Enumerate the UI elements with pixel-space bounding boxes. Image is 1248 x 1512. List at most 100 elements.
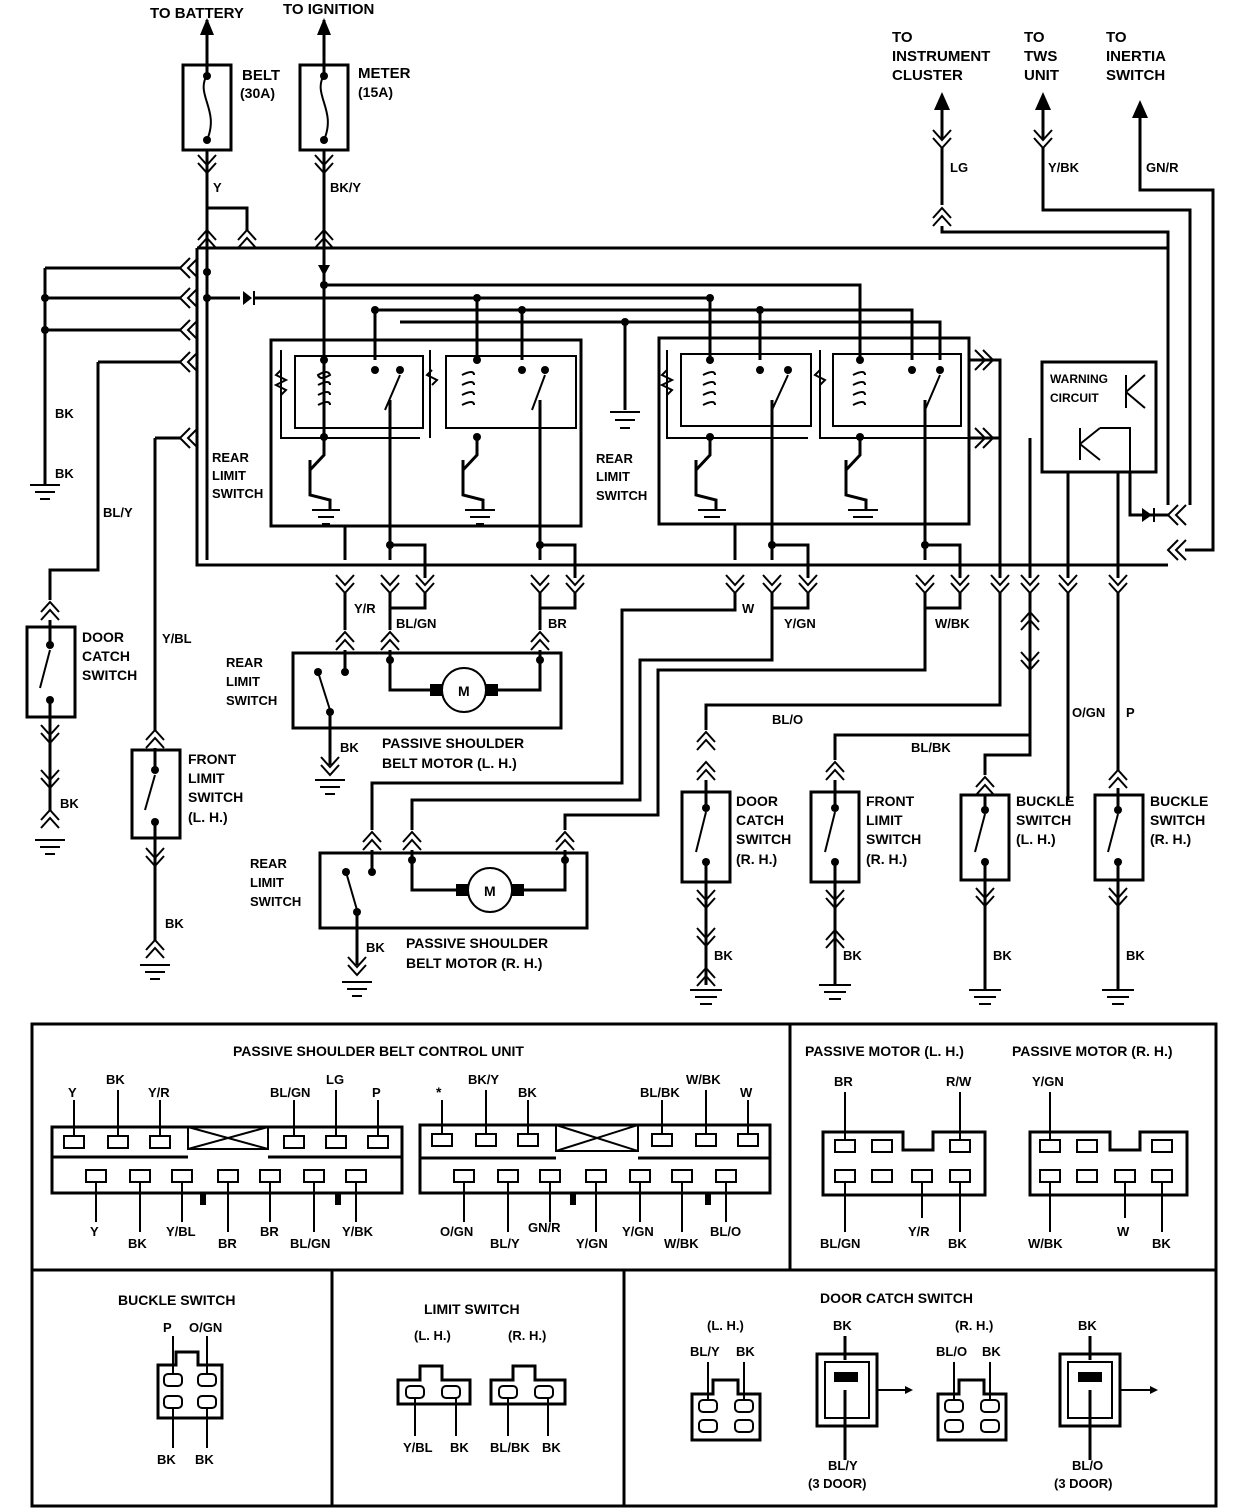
cu-left-top-5: LG: [326, 1072, 344, 1087]
door-catch-lh-2: CATCH: [82, 648, 130, 664]
motor-lh-top-1: BR: [834, 1074, 853, 1089]
cu-left-top-4: BL/GN: [270, 1085, 310, 1100]
relay-block-right: [657, 336, 1032, 578]
door-lh-connector: [690, 1362, 762, 1442]
motor-lh-bot-3: BK: [948, 1236, 967, 1251]
rh-rear-limit-3: SWITCH: [250, 894, 301, 909]
door-bly-2: (3 DOOR): [808, 1476, 867, 1491]
wire-label-yr: Y/R: [354, 601, 376, 616]
buckle-top-2: O/GN: [189, 1320, 222, 1335]
motor-lh-bot-1: BL/GN: [820, 1236, 860, 1251]
cu-left-top-2: BK: [106, 1072, 125, 1087]
cu-left-bot-4: BR: [218, 1236, 237, 1251]
wire-label-w: W: [742, 601, 755, 616]
door-catch-switch-rh: [680, 730, 732, 1005]
door-title: DOOR CATCH SWITCH: [820, 1290, 973, 1306]
cu-left-bot-5: BR: [260, 1224, 279, 1239]
to-tws-3: UNIT: [1024, 67, 1059, 84]
cu-right-bot-4: Y/GN: [576, 1236, 608, 1251]
front-limit-lh-4: (L. H.): [188, 809, 228, 825]
door-rh-top-2: BK: [982, 1344, 1001, 1359]
to-inertia-1: TO: [1106, 29, 1127, 46]
cu-left-bot-2: BK: [128, 1236, 147, 1251]
buckle-rh-bk: BK: [1126, 948, 1145, 963]
cu-left-bot-3: Y/BL: [166, 1224, 196, 1239]
warning-circuit-label-1: WARNING: [1050, 372, 1108, 386]
motor-lh-connector: [821, 1092, 987, 1232]
unit-output-chevrons: [335, 574, 1128, 595]
door-lh-top-2: BK: [736, 1344, 755, 1359]
buckle-rh-2: SWITCH: [1150, 812, 1205, 828]
wire-label-bky: BK/Y: [330, 180, 361, 195]
buckle-title: BUCKLE SWITCH: [118, 1292, 235, 1308]
cu-right-top-1: *: [436, 1084, 442, 1100]
cu-right-bot-7: BL/O: [710, 1224, 741, 1239]
wire-label-lg: LG: [950, 160, 968, 175]
cu-left-bot-6: BL/GN: [290, 1236, 330, 1251]
rear-limit-left-2: LIMIT: [212, 468, 246, 483]
limit-rh-connector: [489, 1364, 567, 1436]
buckle-rh-3: (R. H.): [1150, 831, 1191, 847]
fuse-chevrons: [197, 154, 334, 249]
front-limit-rh-2: LIMIT: [866, 812, 903, 828]
rh-motor-symbol: M: [484, 883, 496, 899]
to-cluster-3: CLUSTER: [892, 67, 963, 84]
fuse-meter-label-1: METER: [358, 65, 411, 82]
cu-right-top-4: BL/BK: [640, 1085, 680, 1100]
lh-motor: M: [291, 593, 563, 795]
door-lh-top-1: BL/Y: [690, 1344, 720, 1359]
to-tws-1: TO: [1024, 29, 1045, 46]
to-cluster-1: TO: [892, 29, 913, 46]
control-unit-connector-left: [50, 1090, 404, 1232]
cu-right-top-3: BK: [518, 1085, 537, 1100]
cu-right-top-2: BK/Y: [468, 1072, 499, 1087]
limit-rh-bot-2: BK: [542, 1440, 561, 1455]
buckle-top-1: P: [163, 1320, 172, 1335]
front-limit-switch-rh: [809, 760, 861, 1000]
wire-label-bk-1: BK: [55, 406, 74, 421]
limit-lh-label: (L. H.): [414, 1328, 451, 1343]
buckle-rh-1: BUCKLE: [1150, 793, 1208, 809]
warning-circuit: [1040, 360, 1187, 578]
rear-limit-mid-2: LIMIT: [596, 469, 630, 484]
rh-motor: M: [318, 593, 927, 997]
buckle-lh-2: SWITCH: [1016, 812, 1071, 828]
connector-panel-frame: [30, 1022, 1218, 1508]
rh-rear-limit-1: REAR: [250, 856, 287, 871]
buckle-lh-3: (L. H.): [1016, 831, 1056, 847]
door-catch-rh-1: DOOR: [736, 793, 778, 809]
lh-motor-name-2: BELT MOTOR (L. H.): [382, 755, 517, 771]
limit-lh-bot-2: BK: [450, 1440, 469, 1455]
control-unit-title: PASSIVE SHOULDER BELT CONTROL UNIT: [233, 1043, 524, 1059]
limit-title: LIMIT SWITCH: [424, 1301, 520, 1317]
cu-right-top-5: W/BK: [686, 1072, 721, 1087]
motor-rh-connector: [1028, 1092, 1189, 1232]
lh-motor-symbol: M: [458, 683, 470, 699]
door-catch-rh-bk: BK: [714, 948, 733, 963]
front-limit-lh-1: FRONT: [188, 751, 237, 767]
motor-rh-bot-1: W/BK: [1028, 1236, 1063, 1251]
door-catch-rh-4: (R. H.): [736, 851, 777, 867]
rear-limit-left-1: REAR: [212, 450, 249, 465]
fuse-belt-label-1: BELT: [242, 67, 280, 84]
door-catch-switch-lh: [25, 600, 77, 855]
rear-limit-left-3: SWITCH: [212, 486, 263, 501]
door-plug-2: [1058, 1336, 1158, 1460]
rh-motor-name-2: BELT MOTOR (R. H.): [406, 955, 542, 971]
door-lh-label: (L. H.): [707, 1318, 744, 1333]
wire-label-bk-2: BK: [55, 466, 74, 481]
cu-right-bot-3: GN/R: [528, 1220, 561, 1235]
cu-right-top-6: W: [740, 1085, 753, 1100]
control-unit-outline: [195, 246, 1168, 567]
to-tws-2: TWS: [1024, 48, 1057, 65]
motor-rh-bot-2: W: [1117, 1224, 1130, 1239]
door-rh-label: (R. H.): [955, 1318, 993, 1333]
wire-label-blgn: BL/GN: [396, 616, 436, 631]
buckle-bot-1: BK: [157, 1452, 176, 1467]
front-limit-rh-1: FRONT: [866, 793, 915, 809]
right-switch-wires: [704, 593, 1120, 790]
cu-right-bot-2: BL/Y: [490, 1236, 520, 1251]
door-rh-connector: [936, 1362, 1008, 1442]
lh-motor-name-1: PASSIVE SHOULDER: [382, 735, 524, 751]
wire-label-ygn: Y/GN: [784, 616, 816, 631]
